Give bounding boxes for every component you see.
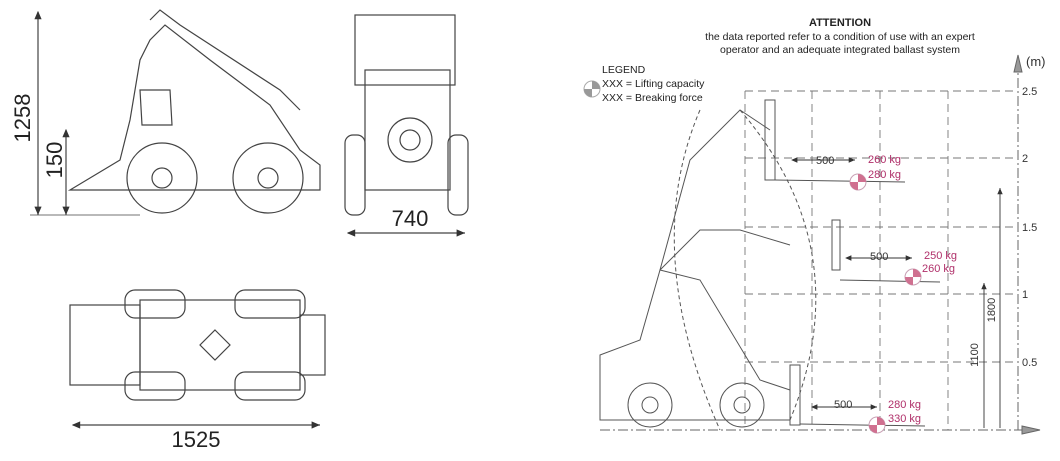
cog-marker-icon [904, 268, 922, 286]
width-dimension: 740 [392, 206, 429, 231]
axes [600, 54, 1041, 435]
breaking-force: 330 kg [888, 413, 921, 425]
y-tick: 1 [1022, 289, 1028, 301]
notice-title: ATTENTION [808, 17, 872, 29]
height-1100: 1100 [969, 343, 981, 367]
height-dimension: 1258 [10, 94, 35, 143]
loader-side-drawing [599, 99, 941, 431]
lifting-capacity: 280 kg [888, 399, 921, 411]
length-dimension: 1525 [172, 427, 221, 452]
breaking-force: 260 kg [922, 263, 955, 275]
lifting-capacity: 260 kg [868, 154, 901, 166]
y-tick: 2 [1022, 153, 1028, 165]
legend-title: LEGEND [602, 64, 646, 76]
notice-line-2: operator and an adequate integrated ball… [720, 44, 960, 56]
cog-marker-icon [868, 416, 886, 434]
height-1800: 1800 [986, 298, 998, 322]
legend-cog-icon [583, 80, 601, 98]
dimension-lines [791, 157, 1003, 428]
distance-label: 500 [816, 155, 834, 167]
breaking-force: 280 kg [868, 169, 901, 181]
front-view [344, 14, 469, 237]
y-tick: 2.5 [1022, 86, 1037, 98]
axis-unit: (m) [1026, 54, 1046, 69]
clearance-dimension: 150 [42, 142, 67, 179]
y-tick: 0.5 [1022, 357, 1037, 369]
distance-label: 500 [834, 399, 852, 411]
side-view [30, 9, 321, 216]
notice-line-1: the data reported refer to a condition o… [705, 31, 975, 43]
top-view [69, 289, 326, 429]
y-tick: 1.5 [1022, 222, 1037, 234]
legend-lifting: XXX = Lifting capacity [602, 78, 705, 90]
lifting-capacity: 250 kg [924, 250, 957, 262]
cog-marker-icon [849, 173, 867, 191]
legend-breaking: XXX = Breaking force [602, 92, 703, 104]
distance-label: 500 [870, 251, 888, 263]
